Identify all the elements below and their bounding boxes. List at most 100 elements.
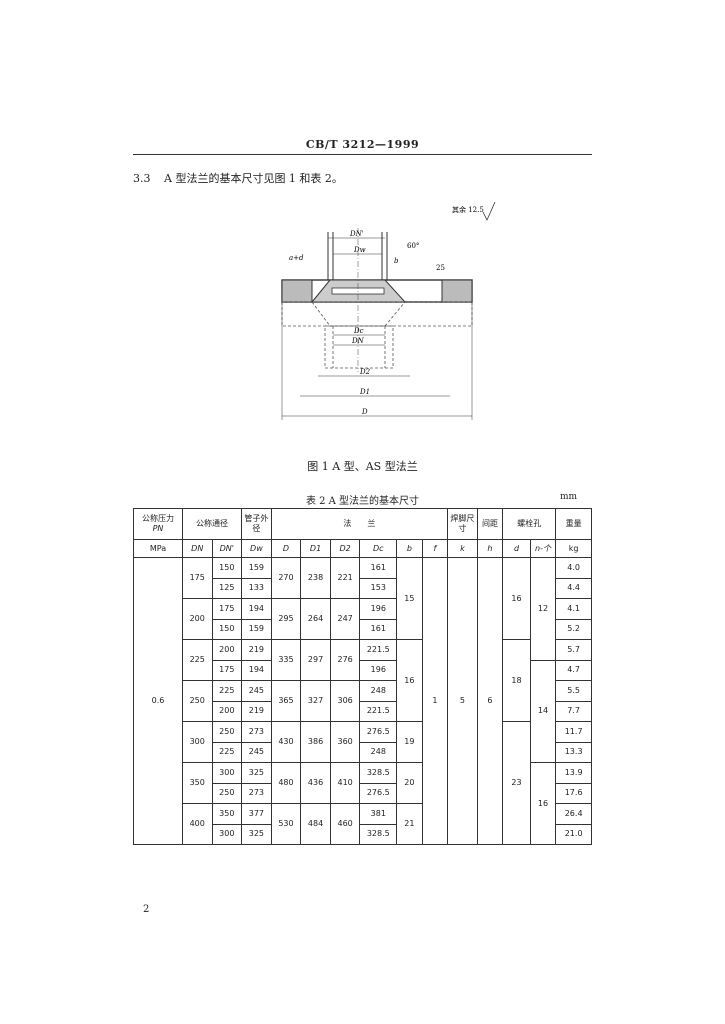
- header-bolt: 螺栓孔: [502, 508, 557, 540]
- sym-dn-prime: DN': [211, 539, 243, 558]
- cell-weight: 4.7: [555, 659, 592, 681]
- cell-dn: 250: [181, 680, 213, 722]
- sym-dn: DN: [181, 539, 213, 558]
- table-row: 150 159 161 5.2: [134, 618, 592, 640]
- cell-dn-prime: 150: [211, 557, 243, 579]
- cell-dw: 219: [241, 700, 272, 722]
- cell-dn-prime: 350: [211, 803, 243, 825]
- cell-dw: 194: [241, 598, 272, 620]
- cell-weight: 17.6: [555, 782, 592, 804]
- header-weld: 焊脚尺寸: [447, 508, 478, 540]
- cell-dw: 245: [241, 741, 272, 763]
- cell-weight: 4.1: [555, 598, 592, 620]
- cell-dn-prime: 175: [211, 598, 243, 620]
- cell-bolt-d: 16: [502, 557, 531, 640]
- roughness-icon: [482, 201, 496, 221]
- cell-dc: 328.5: [359, 762, 398, 784]
- cell-dc: 221.5: [359, 700, 398, 722]
- cell-d2: 221: [329, 557, 361, 599]
- cell-d2: 306: [329, 680, 361, 722]
- figure-caption: 图 1 A 型、AS 型法兰: [307, 460, 418, 473]
- header-pipe: 管子外径: [241, 508, 272, 540]
- cell-weight: 13.9: [555, 762, 592, 784]
- label-d2: D2: [359, 368, 371, 376]
- cell-dn-prime: 300: [211, 823, 243, 845]
- table-row: 225 200 219 335 297 276 221.5 16 18 5.7: [134, 639, 592, 722]
- sym-d2: D2: [329, 539, 361, 558]
- cell-dc: 328.5: [359, 823, 398, 845]
- clause-number: 3.3: [133, 172, 151, 185]
- cell-dc: 196: [359, 598, 398, 620]
- cell-dn-prime: 250: [211, 782, 243, 804]
- cell-d2: 460: [329, 803, 361, 845]
- cell-dn: 350: [181, 762, 213, 804]
- cell-d: 335: [270, 639, 302, 681]
- cell-dw: 219: [241, 639, 272, 661]
- cell-dn-prime: 150: [211, 618, 243, 640]
- cell-d1: 327: [300, 680, 331, 722]
- table-row: 175 194 196 14 4.7: [134, 659, 592, 763]
- document-id: CB/T 3212—1999: [305, 138, 420, 151]
- cell-n: 16: [529, 762, 557, 845]
- cell-weight: 21.0: [555, 823, 592, 845]
- label-d: D: [361, 408, 368, 416]
- cell-dw: 245: [241, 680, 272, 702]
- header-bore: 公称通径: [181, 508, 243, 540]
- cell-dc: 161: [359, 618, 398, 640]
- cell-dc: 161: [359, 557, 398, 579]
- unit-mpa: MPa: [133, 539, 183, 558]
- cell-weight: 7.7: [555, 700, 592, 722]
- cell-pressure: 0.6: [133, 557, 183, 845]
- cell-dw: 273: [241, 782, 272, 804]
- sym-bolt-d: d: [502, 539, 531, 558]
- cell-weight: 5.7: [555, 639, 592, 661]
- cell-d: 365: [270, 680, 302, 722]
- cell-d: 430: [270, 721, 302, 763]
- cell-weight: 13.3: [555, 741, 592, 763]
- cell-weight: 4.4: [555, 577, 592, 599]
- cell-d1: 436: [300, 762, 331, 804]
- table-row: 0.6 175 150 159 270 238 221 161 15 1 5 6…: [133, 557, 592, 845]
- page-number: 2: [143, 904, 150, 915]
- cell-dn-prime: 250: [211, 721, 243, 743]
- cell-weight: 5.2: [555, 618, 592, 640]
- cell-b: 20: [396, 762, 423, 804]
- cell-weight: 5.5: [555, 680, 592, 702]
- cell-dc: 276.5: [359, 782, 398, 804]
- sym-d: D: [270, 539, 302, 558]
- table-unit: mm: [560, 492, 578, 502]
- cell-dw: 159: [241, 557, 272, 579]
- table-row: 125 133 153 4.4: [134, 577, 592, 599]
- table-row: 400 350 377 530 484 460 381 21 26.4: [134, 803, 592, 845]
- cell-d1: 484: [300, 803, 331, 845]
- header-rule: [133, 154, 592, 155]
- cell-dn-prime: 300: [211, 762, 243, 784]
- table-row: 300 250 273 430 386 360 276.5 19 23 11.7: [134, 721, 592, 845]
- header-weight: 重量: [555, 508, 592, 540]
- cell-d2: 276: [329, 639, 361, 681]
- cell-dn: 225: [181, 639, 213, 681]
- cell-dn-prime: 175: [211, 659, 243, 681]
- cell-dw: 133: [241, 577, 272, 599]
- cell-dn-prime: 125: [211, 577, 243, 599]
- cell-dn-prime: 200: [211, 700, 243, 722]
- sym-d1: D1: [300, 539, 331, 558]
- table-title: 表 2 A 型法兰的基本尺寸: [305, 496, 420, 507]
- label-a-d: a+d: [289, 254, 304, 262]
- sym-dw: Dw: [241, 539, 272, 558]
- cell-dc: 153: [359, 577, 398, 599]
- cell-b: 21: [396, 803, 423, 845]
- cell-h: 6: [476, 557, 504, 845]
- cell-dc: 196: [359, 659, 398, 681]
- cell-dc: 248: [359, 741, 398, 763]
- cell-d1: 238: [300, 557, 331, 599]
- cell-weight: 11.7: [555, 721, 592, 743]
- cell-dw: 325: [241, 823, 272, 845]
- clause-3-3: 3.3 A 型法兰的基本尺寸见图 1 和表 2。: [133, 170, 343, 186]
- cell-dn: 175: [181, 557, 213, 599]
- header-spacing: 间距: [476, 508, 504, 540]
- label-b: b: [394, 257, 399, 265]
- label-rough-25: 25: [436, 264, 445, 272]
- cell-f: 1: [421, 557, 449, 845]
- sym-h: h: [476, 539, 504, 558]
